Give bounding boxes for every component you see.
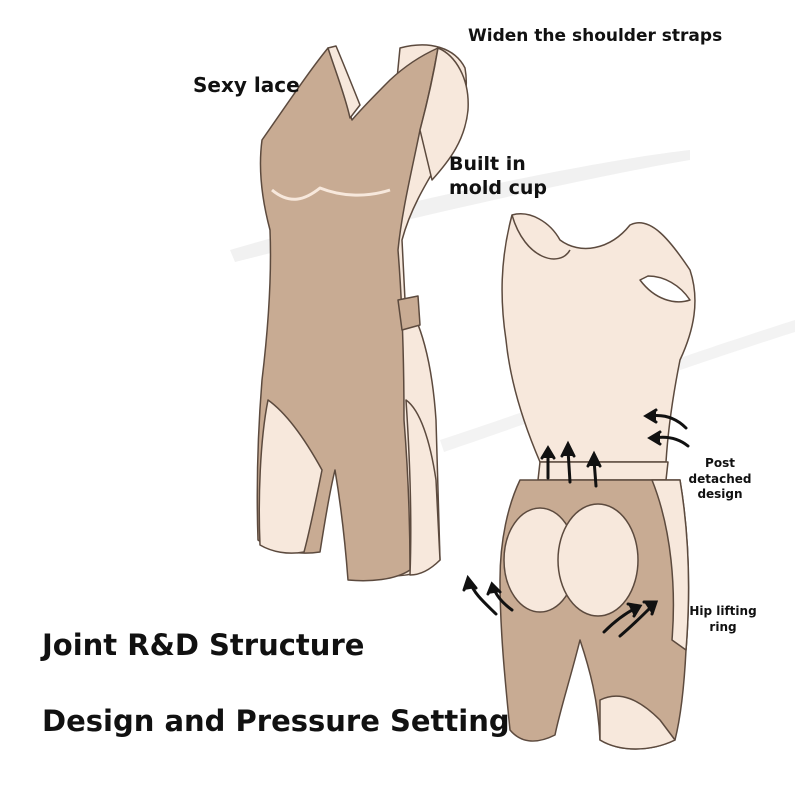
label-post-detached: Post detached design	[688, 456, 752, 502]
back-bodysuit	[499, 213, 696, 750]
front-leg-panel-left	[258, 399, 323, 554]
arrow-waist-2-head	[647, 430, 662, 446]
label-shoulder-straps: Widen the shoulder straps	[468, 26, 723, 46]
label-sexy-lace: Sexy lace	[193, 73, 300, 97]
back-waist-band	[537, 461, 669, 481]
label-mold-cup: Built in mold cup	[449, 153, 547, 199]
front-strap-inner	[327, 45, 361, 119]
arrow-hip-right-1-head	[626, 602, 643, 618]
front-bodysuit	[256, 44, 469, 582]
front-leg-panel-right	[405, 399, 441, 576]
arrow-hip-right-2-head	[642, 600, 659, 616]
arrow-up-3-head	[586, 450, 602, 468]
headline-line-2: Design and Pressure Setting	[42, 704, 510, 738]
front-bust-seam	[271, 186, 391, 201]
arrow-waist-1-head	[643, 408, 658, 424]
back-leg-light	[599, 695, 676, 750]
back-upper-panel	[501, 213, 696, 463]
back-armhole	[639, 275, 691, 303]
arrow-hip-left-1-head	[462, 574, 478, 592]
arrow-hip-left-2-head	[486, 581, 502, 596]
arrows	[462, 408, 690, 638]
back-neck-line	[511, 214, 571, 260]
arrow-up-2-head	[560, 440, 576, 458]
arrow-up-1-head	[540, 445, 556, 460]
headline-line-1: Joint R&D Structure	[42, 628, 365, 662]
front-back-strap	[419, 47, 469, 181]
hip-ring-right	[557, 503, 639, 617]
front-waist-band	[397, 295, 421, 331]
back-side-light	[651, 479, 690, 651]
label-hip-lifting: Hip lifting ring	[689, 604, 757, 634]
